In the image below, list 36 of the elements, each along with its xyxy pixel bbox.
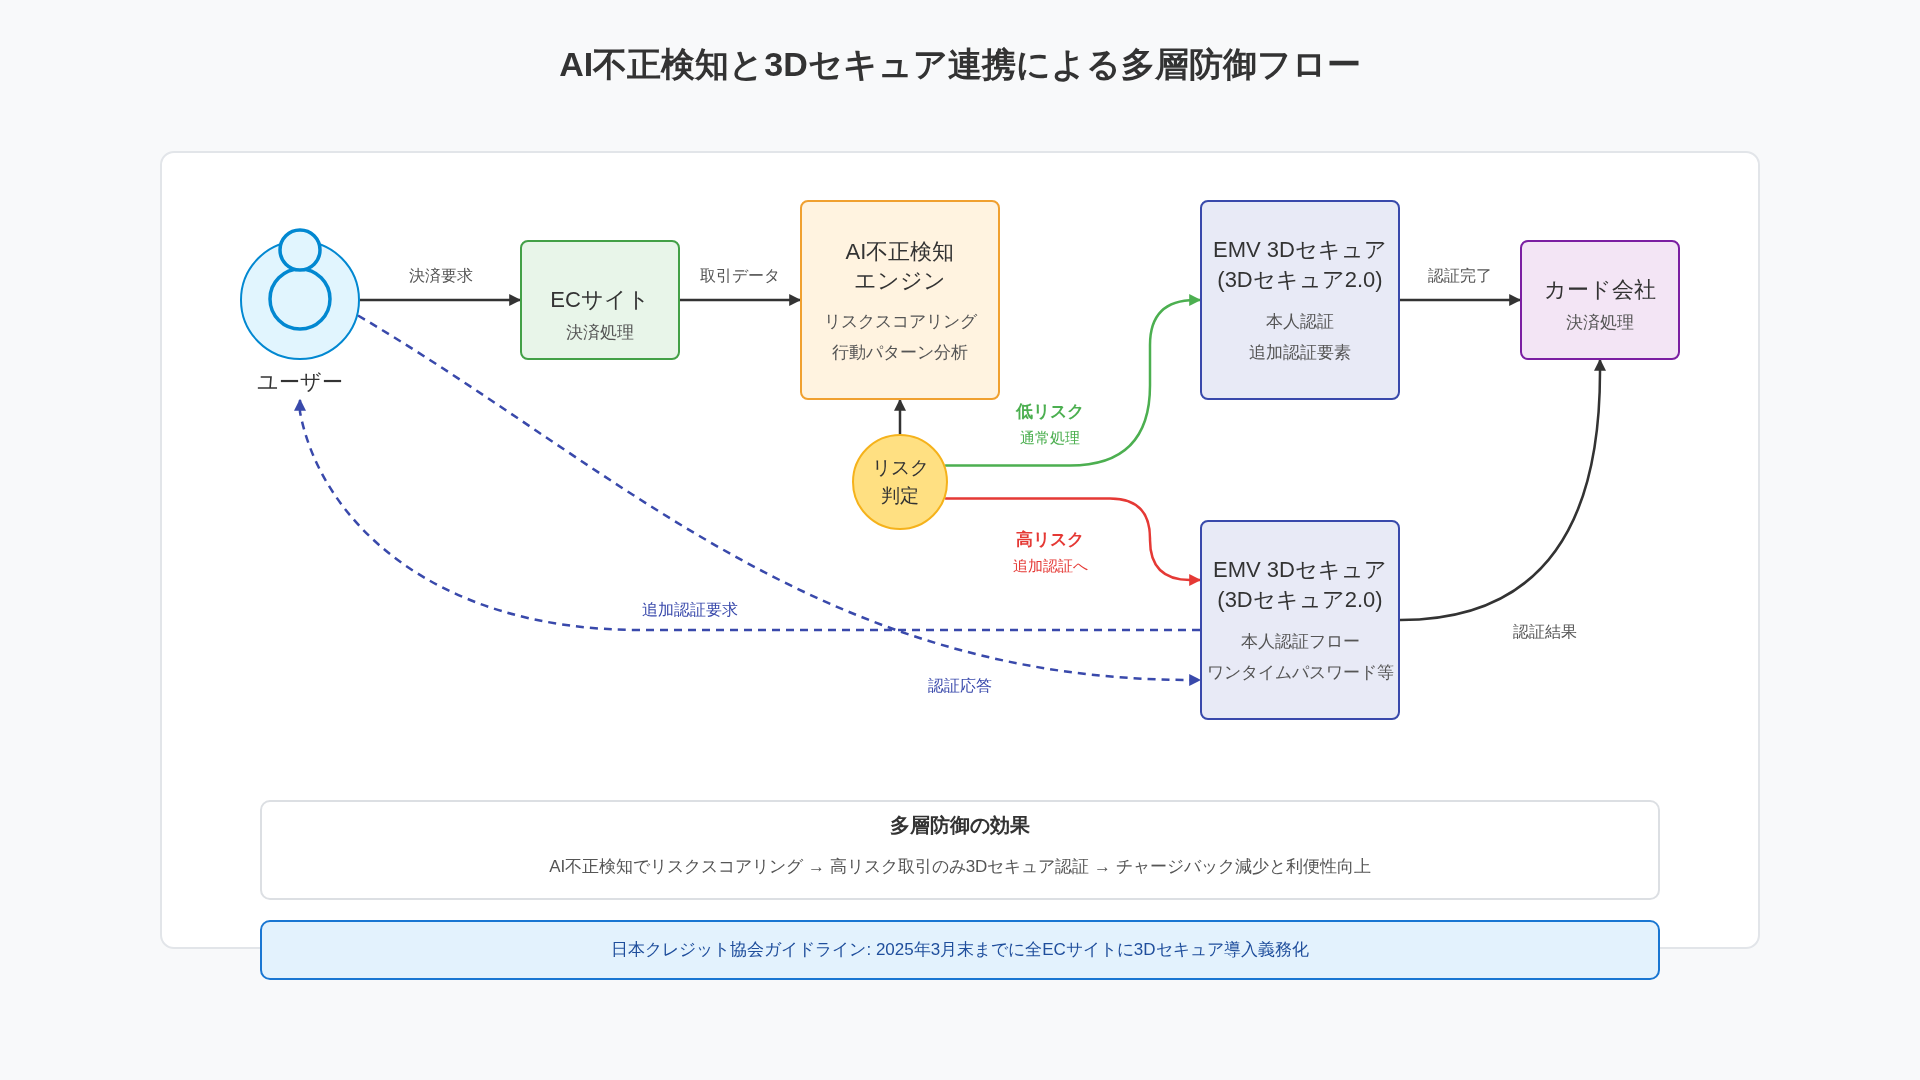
arrow bbox=[945, 294, 1202, 467]
process-box bbox=[800, 200, 1000, 400]
node-text: 本人認証 bbox=[1266, 311, 1334, 333]
process-box bbox=[1200, 520, 1400, 720]
node-text: ワンタイムパスワード等 bbox=[1206, 662, 1394, 684]
node-text: 決済処理 bbox=[1566, 312, 1634, 334]
node-text: 行動パターン分析 bbox=[832, 342, 968, 364]
sub-label: 通常処理 bbox=[1017, 428, 1083, 448]
node-text: 本人認証フロー bbox=[1240, 631, 1360, 653]
info-text: AI不正検知でリスクスコアリング → 高リスク取引のみ3Dセキュア認証 → チャージバック減少と利便性向上 bbox=[549, 856, 1371, 878]
title: AI不正検知と3Dセキュア連携による多層防御フロー bbox=[559, 44, 1361, 85]
node-title: AI不正検知エンジン bbox=[844, 238, 956, 295]
process-box bbox=[520, 240, 680, 360]
node-text: 決済処理 bbox=[566, 322, 634, 344]
arrow bbox=[294, 398, 1200, 632]
info-box bbox=[260, 800, 1660, 900]
node-title: EMV 3Dセキュア(3Dセキュア2.0) bbox=[1213, 236, 1387, 294]
node-title: EMV 3Dセキュア(3Dセキュア2.0) bbox=[1213, 556, 1387, 614]
node-title: カード会社 bbox=[1544, 276, 1656, 304]
arrow bbox=[357, 314, 1202, 686]
notice-box bbox=[260, 920, 1660, 980]
notice-text: 日本クレジット協会ガイドライン: 2025年3月末までに全ECサイトに3Dセキュア導入義務化 bbox=[611, 939, 1309, 961]
node-title: ECサイト bbox=[550, 286, 650, 314]
info-title: 多層防御の効果 bbox=[890, 813, 1030, 838]
node-text: 追加認証要素 bbox=[1249, 342, 1351, 364]
arrow bbox=[360, 294, 522, 306]
arrow bbox=[1399, 358, 1606, 622]
node-label: ユーザー bbox=[257, 369, 343, 395]
node-text: リスク判定 bbox=[870, 456, 930, 508]
arrow bbox=[680, 294, 802, 306]
process-box bbox=[1200, 200, 1400, 400]
arrow bbox=[1400, 294, 1522, 306]
arrow bbox=[894, 398, 906, 434]
process-box bbox=[1520, 240, 1680, 360]
node-text: リスクスコアリング bbox=[823, 311, 977, 333]
arrow bbox=[945, 497, 1202, 586]
